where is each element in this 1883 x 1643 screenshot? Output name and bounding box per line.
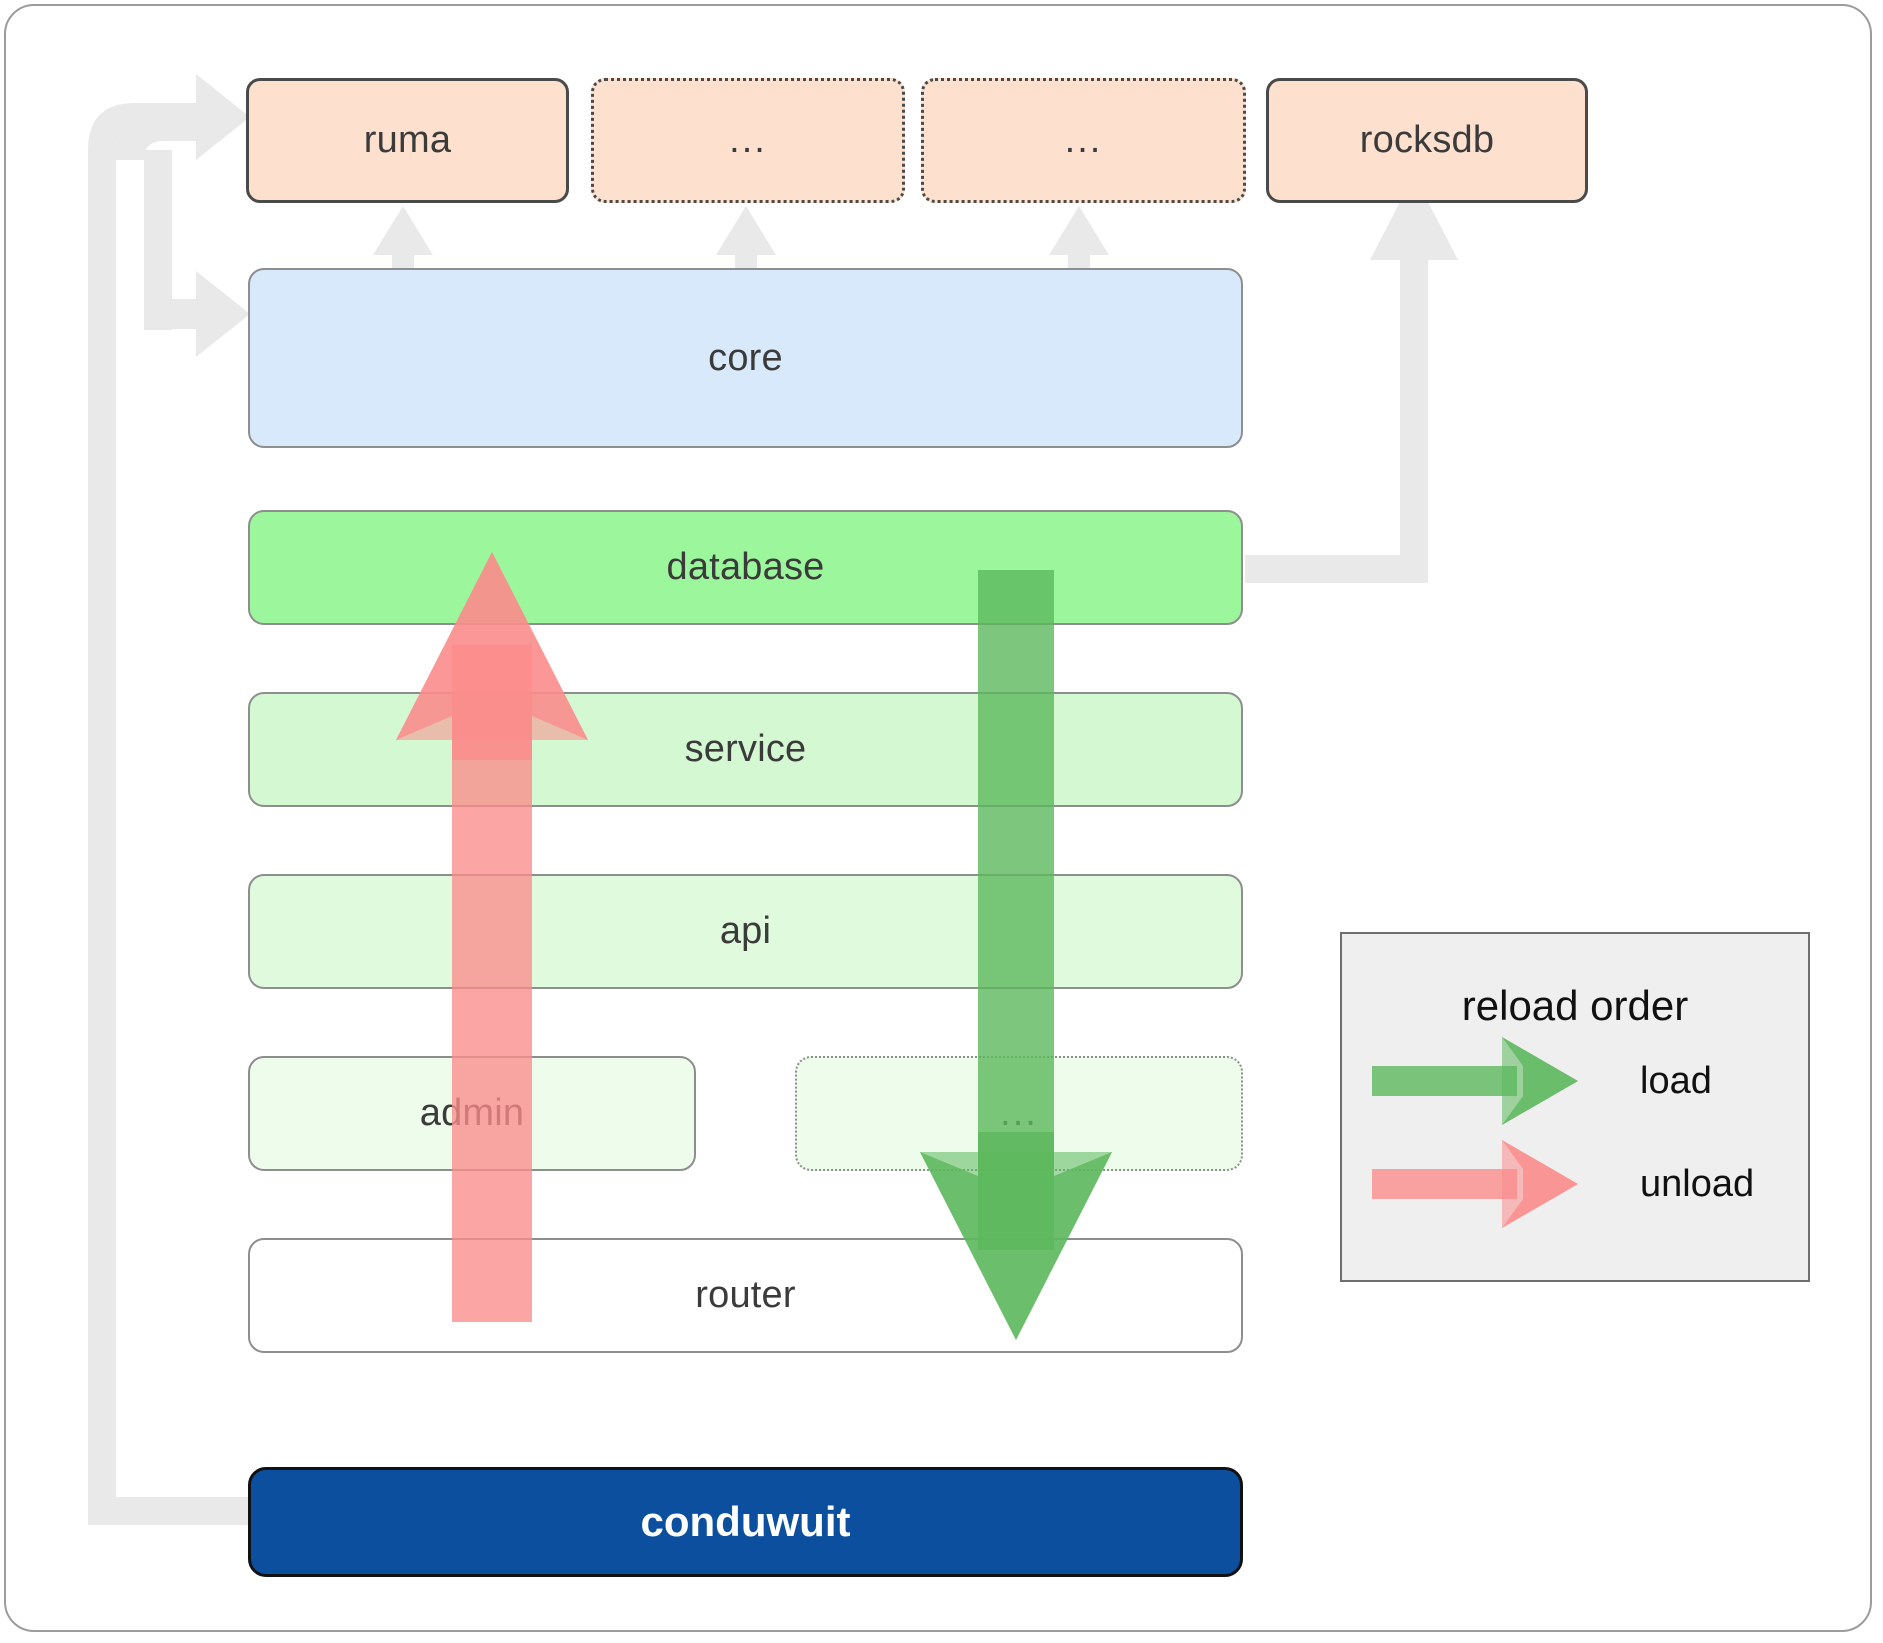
- crate-box-api[interactable]: api: [248, 874, 1243, 989]
- connector-core-bend: [116, 131, 196, 160]
- connector-rocksdb-vertical: [1400, 235, 1428, 583]
- crate-box-conduwuit[interactable]: conduwuit: [248, 1467, 1243, 1577]
- crate-box-rocksdb-label: rocksdb: [1359, 119, 1495, 161]
- legend-unload-wing-shape: [1502, 1140, 1578, 1228]
- legend-label-load: load: [1640, 1060, 1712, 1102]
- core-arrow-3-head: [1049, 206, 1109, 255]
- core-arrow-1-head: [373, 206, 433, 255]
- core-arrow-2-head: [716, 206, 776, 255]
- crate-box-ruma-label: ruma: [363, 119, 452, 161]
- connector-core-vertical: [144, 160, 172, 330]
- connector-left-outer: [88, 74, 250, 1525]
- legend-title: reload order: [1461, 982, 1689, 1029]
- crate-box-database-label: database: [666, 546, 825, 588]
- crate-box-ellipsis-1[interactable]: ...: [591, 78, 905, 203]
- legend-load-wing-shape: [1502, 1037, 1578, 1125]
- legend-load-arrow-wing: [1502, 1037, 1578, 1125]
- crate-box-core-label: core: [708, 336, 783, 379]
- legend-label-unload: unload: [1640, 1163, 1755, 1205]
- legend-panel: reload order: [1340, 932, 1810, 1282]
- connector-core-join: [144, 150, 172, 170]
- gray-connectors: [88, 74, 1458, 1525]
- crate-box-conduwuit-label: conduwuit: [640, 1498, 851, 1545]
- connector-rocksdb-arrowhead: [1370, 175, 1458, 260]
- core-to-top-arrows: [373, 206, 1109, 283]
- connector-conduwuit-stub: [88, 1497, 248, 1525]
- crate-box-core[interactable]: core: [248, 268, 1243, 448]
- crate-box-ellipsis-2[interactable]: ...: [921, 78, 1246, 203]
- legend-unload-arrow-wing: [1502, 1140, 1578, 1228]
- crate-box-service-label: service: [684, 728, 807, 770]
- crate-box-ruma[interactable]: ruma: [246, 78, 569, 203]
- crate-box-ellipsis-2-label: ...: [1064, 119, 1103, 161]
- crate-box-router-label: router: [695, 1274, 796, 1316]
- crate-box-ellipsis-1-label: ...: [729, 119, 767, 161]
- legend-unload-arrow-shaft: [1372, 1169, 1517, 1199]
- crate-box-api-label: api: [719, 910, 772, 952]
- connector-arrow-core: [144, 271, 250, 357]
- crate-box-rocksdb[interactable]: rocksdb: [1266, 78, 1588, 203]
- legend-load-arrow-shaft: [1372, 1066, 1517, 1096]
